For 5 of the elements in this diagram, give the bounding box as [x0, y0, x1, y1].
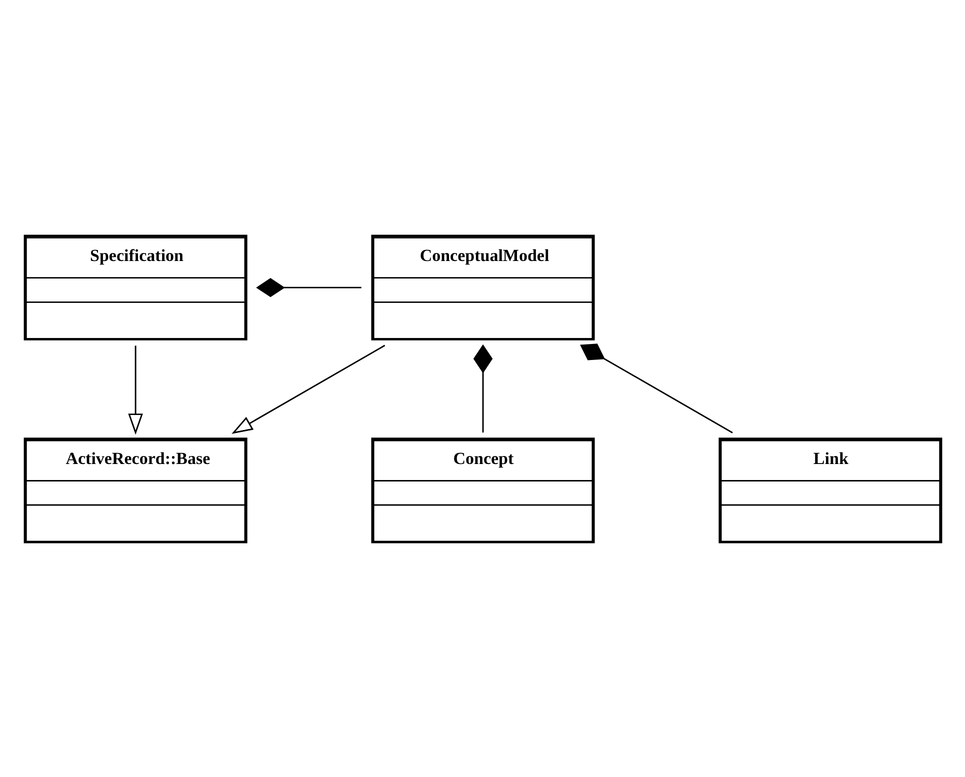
arrow: [231, 344, 385, 434]
arrow: [128, 345, 142, 434]
connector: [580, 343, 732, 433]
connector: [256, 277, 361, 297]
connector: [472, 344, 492, 432]
